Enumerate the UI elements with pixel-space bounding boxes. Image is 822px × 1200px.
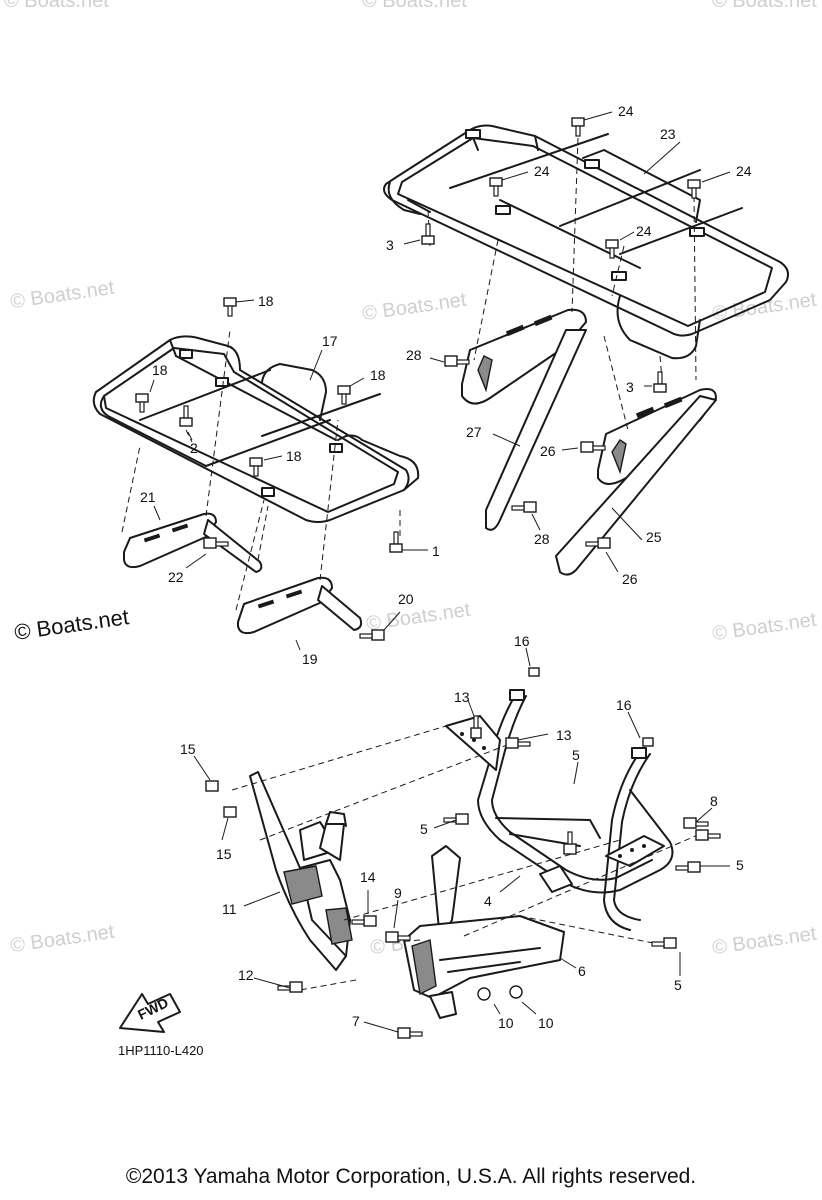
- callout-labels: 24 24 24 24 23 3 3 28 26 27 28 25 26 18 …: [140, 103, 752, 1031]
- callout-3: 3: [386, 237, 394, 253]
- callout-22: 22: [168, 569, 184, 585]
- leader-lines: [149, 111, 731, 1033]
- callout-18: 18: [370, 367, 386, 383]
- front-bracket-21: [123, 512, 263, 573]
- callout-18: 18: [258, 293, 274, 309]
- callout-14: 14: [360, 869, 376, 885]
- callout-13: 13: [556, 727, 572, 743]
- callout-18: 18: [152, 362, 168, 378]
- front-carrier: [92, 335, 420, 523]
- callout-5: 5: [736, 857, 744, 873]
- callout-3: 3: [626, 379, 634, 395]
- fender-panel-right: [403, 845, 565, 1019]
- callout-2: 2: [190, 440, 198, 456]
- callout-24: 24: [534, 163, 550, 179]
- front-bracket-19: [237, 576, 363, 635]
- callout-13: 13: [454, 689, 470, 705]
- callout-5: 5: [674, 977, 682, 993]
- callout-27: 27: [466, 424, 482, 440]
- callout-16: 16: [616, 697, 632, 713]
- front-guard-frame: [445, 689, 674, 931]
- callout-15: 15: [216, 846, 232, 862]
- callout-21: 21: [140, 489, 156, 505]
- callout-9: 9: [394, 885, 402, 901]
- callout-16: 16: [514, 633, 530, 649]
- callout-8: 8: [710, 793, 718, 809]
- callout-18: 18: [286, 448, 302, 464]
- diagram-code: 1HP1110-L420: [118, 1043, 204, 1058]
- callout-20: 20: [398, 591, 414, 607]
- callout-25: 25: [646, 529, 662, 545]
- rear-bracket-left: [461, 308, 587, 531]
- callout-15: 15: [180, 741, 196, 757]
- copyright-notice: ©2013 Yamaha Motor Corporation, U.S.A. A…: [125, 1165, 697, 1188]
- callout-5: 5: [572, 747, 580, 763]
- callout-1: 1: [432, 543, 440, 559]
- watermark-text: © Boats.net: [362, 0, 467, 12]
- bolt-icons: [135, 117, 721, 1039]
- callout-12: 12: [238, 967, 254, 983]
- callout-28: 28: [534, 531, 550, 547]
- watermark-text: © Boats.net: [4, 0, 109, 12]
- fender-panel-left: [249, 771, 353, 971]
- callout-19: 19: [302, 651, 318, 667]
- callout-28: 28: [406, 347, 422, 363]
- callout-26: 26: [622, 571, 638, 587]
- callout-11: 11: [222, 901, 237, 917]
- callout-24: 24: [736, 163, 752, 179]
- fwd-arrow-icon: FWD: [119, 993, 181, 1033]
- callout-6: 6: [578, 963, 586, 979]
- rear-carrier: [383, 124, 789, 360]
- watermark-text: © Boats.net: [712, 0, 817, 12]
- callout-10: 10: [498, 1015, 514, 1031]
- rear-bracket-right: [555, 388, 717, 576]
- callout-10: 10: [538, 1015, 554, 1031]
- callout-7: 7: [352, 1013, 360, 1029]
- callout-17: 17: [322, 333, 338, 349]
- callout-4: 4: [484, 893, 492, 909]
- callout-23: 23: [660, 126, 676, 142]
- callout-24: 24: [618, 103, 634, 119]
- callout-26: 26: [540, 443, 556, 459]
- callout-24: 24: [636, 223, 652, 239]
- callout-5: 5: [420, 821, 428, 837]
